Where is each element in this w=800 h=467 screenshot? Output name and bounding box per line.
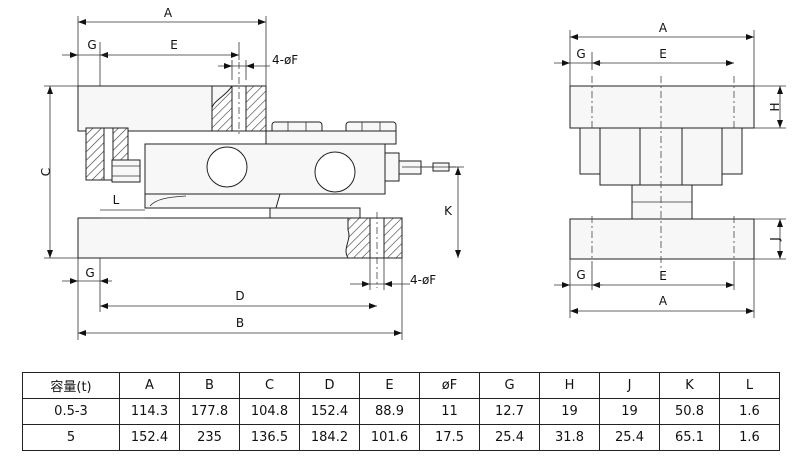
table-header-cell: E <box>359 372 420 399</box>
table-row: 0.5-3 114.3 177.8 104.8 152.4 88.9 11 12… <box>22 398 780 425</box>
table-cell: 1.6 <box>719 424 780 451</box>
side-dim-H-label: H <box>768 102 782 111</box>
table-cell: 0.5-3 <box>22 398 120 425</box>
table-cell: 12.7 <box>479 398 540 425</box>
table-cell: 50.8 <box>659 398 720 425</box>
table-cell: 114.3 <box>119 398 180 425</box>
spec-table: 容量(t) A B C D E øF G H J K L 0.5-3 114.3… <box>22 372 780 451</box>
side-dim-E-top-label: E <box>659 47 667 61</box>
dim-C-label: C <box>39 168 53 176</box>
dim-F-bottom-label: 4-øF <box>410 273 436 287</box>
dim-F-top-label: 4-øF <box>272 53 298 67</box>
table-cell: 88.9 <box>359 398 420 425</box>
front-view <box>77 62 456 288</box>
side-dim-J-label: J <box>768 237 782 242</box>
side-dim-A-bottom-label: A <box>659 294 668 308</box>
dim-B-label: B <box>236 316 244 330</box>
table-cell: 19 <box>539 398 600 425</box>
side-view <box>569 76 755 270</box>
table-cell: 184.2 <box>299 424 360 451</box>
table-header-cell: J <box>599 372 660 399</box>
table-header-cell: B <box>179 372 240 399</box>
dim-L-label: L <box>113 193 120 207</box>
table-cell: 235 <box>179 424 240 451</box>
side-dim-G-top-label: G <box>576 47 585 61</box>
table-cell: 104.8 <box>239 398 300 425</box>
table-cell: 25.4 <box>599 424 660 451</box>
table-cell: 17.5 <box>419 424 480 451</box>
side-dim-E-bottom-label: E <box>659 269 667 283</box>
table-header-cell: G <box>479 372 540 399</box>
table-header-cell: A <box>119 372 180 399</box>
table-header-cell: C <box>239 372 300 399</box>
table-header-cell: 容量(t) <box>22 372 120 399</box>
side-top-plate <box>569 85 755 129</box>
table-cell: 65.1 <box>659 424 720 451</box>
dim-G-top-label: G <box>87 38 96 52</box>
table-cell: 1.6 <box>719 398 780 425</box>
dim-D-label: D <box>235 289 244 303</box>
table-cell: 177.8 <box>179 398 240 425</box>
side-dim-A-top-label: A <box>659 21 668 35</box>
table-header-cell: D <box>299 372 360 399</box>
side-bottom-plate <box>569 218 755 260</box>
table-cell: 152.4 <box>299 398 360 425</box>
beam-hole-left <box>206 146 248 188</box>
table-cell: 31.8 <box>539 424 600 451</box>
table-cell: 5 <box>22 424 120 451</box>
front-view-dimensions: A G E 4-øF C L K G <box>39 6 464 340</box>
spec-table-header-row: 容量(t) A B C D E øF G H J K L <box>22 372 780 399</box>
table-cell: 11 <box>419 398 480 425</box>
side-dim-G-bottom-label: G <box>576 268 585 282</box>
table-cell: 25.4 <box>479 424 540 451</box>
dim-G-bottom-label: G <box>85 266 94 280</box>
table-cell: 19 <box>599 398 660 425</box>
table-header-cell: H <box>539 372 600 399</box>
technical-drawing: A G E 4-øF C L K G <box>39 6 786 340</box>
dim-K-label: K <box>444 204 453 218</box>
side-screw <box>111 159 141 183</box>
table-cell: 152.4 <box>119 424 180 451</box>
beam-hole-right <box>314 151 356 193</box>
table-header-cell: K <box>659 372 720 399</box>
table-row: 5 152.4 235 136.5 184.2 101.6 17.5 25.4 … <box>22 424 780 451</box>
dim-A-label: A <box>164 6 173 20</box>
cable-gland <box>398 160 422 175</box>
table-cell: 101.6 <box>359 424 420 451</box>
side-view-dimensions: A G E H J G E A <box>554 21 786 318</box>
table-header-cell: øF <box>419 372 480 399</box>
table-header-cell: L <box>719 372 780 399</box>
dim-E-label: E <box>170 38 178 52</box>
table-cell: 136.5 <box>239 424 300 451</box>
